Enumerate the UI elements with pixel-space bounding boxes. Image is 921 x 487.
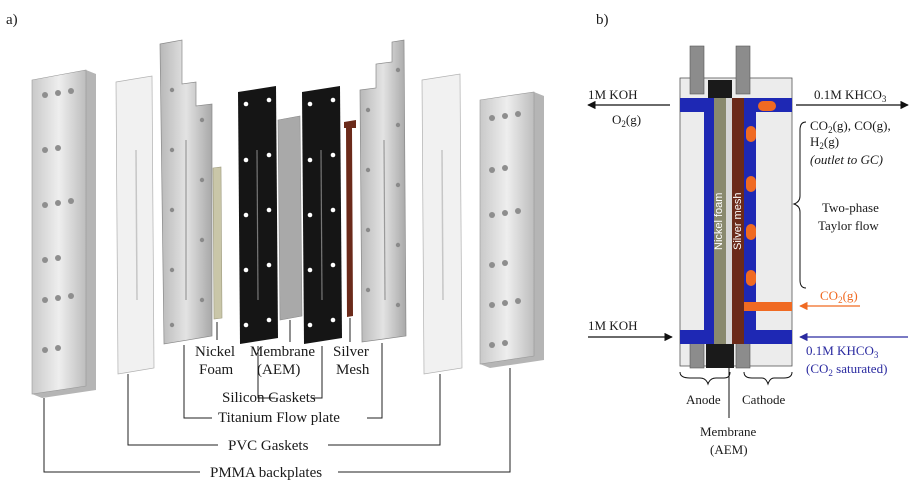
- label-pmma-backplates: PMMA backplates: [210, 465, 322, 481]
- panel-a-leader-lines: [43, 318, 511, 473]
- titanium-flow-plate-left: [159, 39, 213, 345]
- membrane-sheet: [277, 115, 303, 321]
- label-silicon-gaskets: Silicon Gaskets: [222, 390, 316, 406]
- label-silver-mesh-2: Mesh: [336, 362, 370, 378]
- label-1m-koh-top: 1M KOH: [588, 87, 637, 102]
- label-co2-saturated: (CO2 saturated): [806, 361, 887, 378]
- label-khco3-in: 0.1M KHCO3: [806, 343, 879, 360]
- pvc-gasket-left: [115, 75, 155, 375]
- silver-mesh-strip: [344, 120, 356, 317]
- titanium-flow-plate-right: [359, 39, 407, 343]
- label-membrane-b-2: (AEM): [710, 442, 748, 457]
- silicon-gasket-left: [238, 86, 278, 344]
- label-nickel-foam-1: Nickel: [195, 344, 235, 360]
- silicon-gasket-right: [302, 86, 342, 344]
- anode-brace: [679, 371, 731, 386]
- exploded-cell-view: [31, 39, 544, 398]
- label-outlet-gc: (outlet to GC): [810, 152, 883, 167]
- nickel-foam-strip: [212, 166, 223, 320]
- label-membrane-2: (AEM): [257, 362, 300, 378]
- label-nickel-foam-2: Foam: [199, 362, 234, 378]
- label-cathode: Cathode: [742, 392, 786, 407]
- pmma-backplate-left: [31, 69, 96, 398]
- cathode-brace: [743, 371, 793, 386]
- label-anode: Anode: [686, 392, 721, 407]
- label-two-phase: Two-phase: [822, 200, 879, 215]
- label-membrane-1: Membrane: [250, 344, 315, 360]
- label-silver-mesh-vertical: Silver mesh: [732, 193, 744, 250]
- cell-cross-section: Nickel foam Silver mesh: [679, 45, 793, 369]
- label-pvc-gaskets: PVC Gaskets: [228, 438, 309, 454]
- panel-a-label: a): [6, 12, 18, 28]
- label-products-line1: CO2(g), CO(g),: [810, 118, 891, 135]
- label-membrane-b-1: Membrane: [700, 424, 757, 439]
- label-co2-gas: CO2(g): [820, 288, 858, 305]
- label-o2: O2(g): [612, 112, 641, 129]
- pmma-backplate-right: [479, 91, 544, 368]
- panel-b-label: b): [596, 12, 609, 28]
- label-products-line2: H2(g): [810, 134, 839, 151]
- label-titanium-flow-plate: Titanium Flow plate: [218, 410, 340, 426]
- label-1m-koh-bottom: 1M KOH: [588, 318, 637, 333]
- label-nickel-foam-vertical: Nickel foam: [713, 193, 725, 250]
- label-silver-mesh-1: Silver: [333, 344, 369, 360]
- label-khco3-out: 0.1M KHCO3: [814, 87, 887, 104]
- taylor-flow-brace: [792, 121, 807, 289]
- label-taylor-flow: Taylor flow: [818, 218, 879, 233]
